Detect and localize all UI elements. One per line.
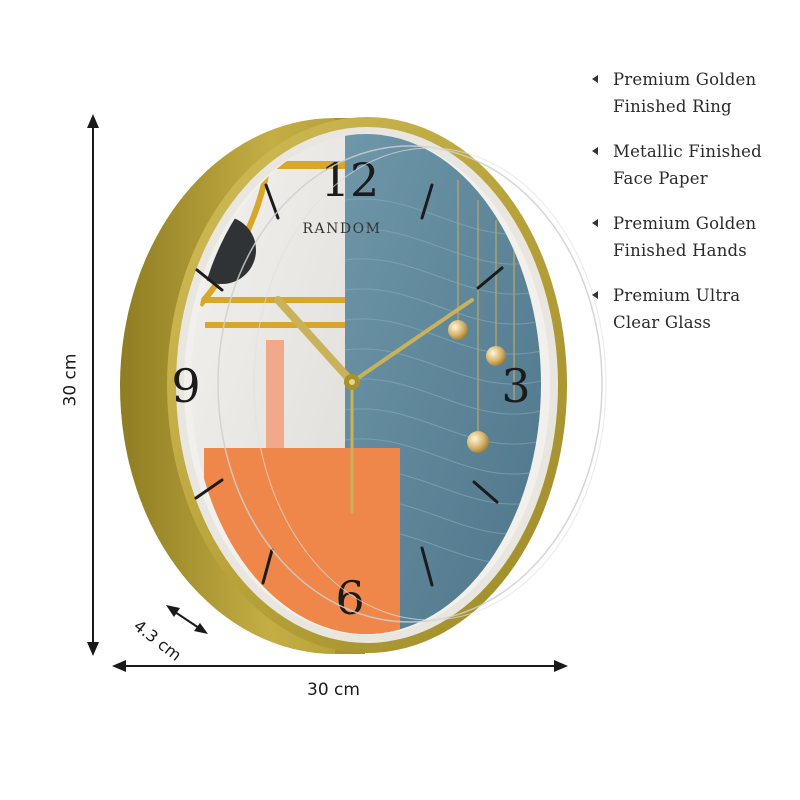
peach-bar xyxy=(266,340,284,450)
numeral-6: 6 xyxy=(335,571,364,625)
feature-text: Metallic Finished xyxy=(613,142,762,161)
feature-face-paper: Metallic Finished Face Paper xyxy=(592,138,792,192)
feature-golden-hands: Premium Golden Finished Hands xyxy=(592,210,792,264)
clock-hands xyxy=(274,296,474,514)
width-label: 30 cm xyxy=(307,680,360,700)
numeral-9: 9 xyxy=(171,359,200,413)
bullet-arrow-icon xyxy=(592,291,598,299)
hour-hand xyxy=(274,296,356,386)
clear-glass xyxy=(217,145,603,623)
feature-golden-ring: Premium Golden Finished Ring xyxy=(592,66,792,120)
bullet-arrow-icon xyxy=(592,219,598,227)
pearl-pendant xyxy=(448,320,468,340)
height-label: 30 cm xyxy=(60,353,81,407)
feature-list: Premium Golden Finished Ring Metallic Fi… xyxy=(592,66,792,354)
dimension-arrows xyxy=(87,114,568,672)
depth-arrow xyxy=(171,609,203,631)
feature-text: Face Paper xyxy=(613,169,708,188)
bullet-arrow-icon xyxy=(592,75,598,83)
minute-hand xyxy=(350,298,474,384)
feature-text: Finished Hands xyxy=(613,241,747,260)
pearl-pendant xyxy=(467,431,489,453)
brand-logo: RANDOM xyxy=(303,221,382,237)
pendant-strings xyxy=(457,180,515,432)
feature-clear-glass: Premium Ultra Clear Glass xyxy=(592,282,792,336)
feature-text: Finished Ring xyxy=(613,97,732,116)
feature-text: Premium Golden xyxy=(613,70,757,89)
numeral-3: 3 xyxy=(501,359,530,413)
bullet-arrow-icon xyxy=(592,147,598,155)
feature-text: Premium Ultra xyxy=(613,286,741,305)
feature-text: Premium Golden xyxy=(613,214,757,233)
pearl-pendant xyxy=(486,346,506,366)
feature-text: Clear Glass xyxy=(613,313,712,332)
numeral-12: 12 xyxy=(321,153,380,207)
